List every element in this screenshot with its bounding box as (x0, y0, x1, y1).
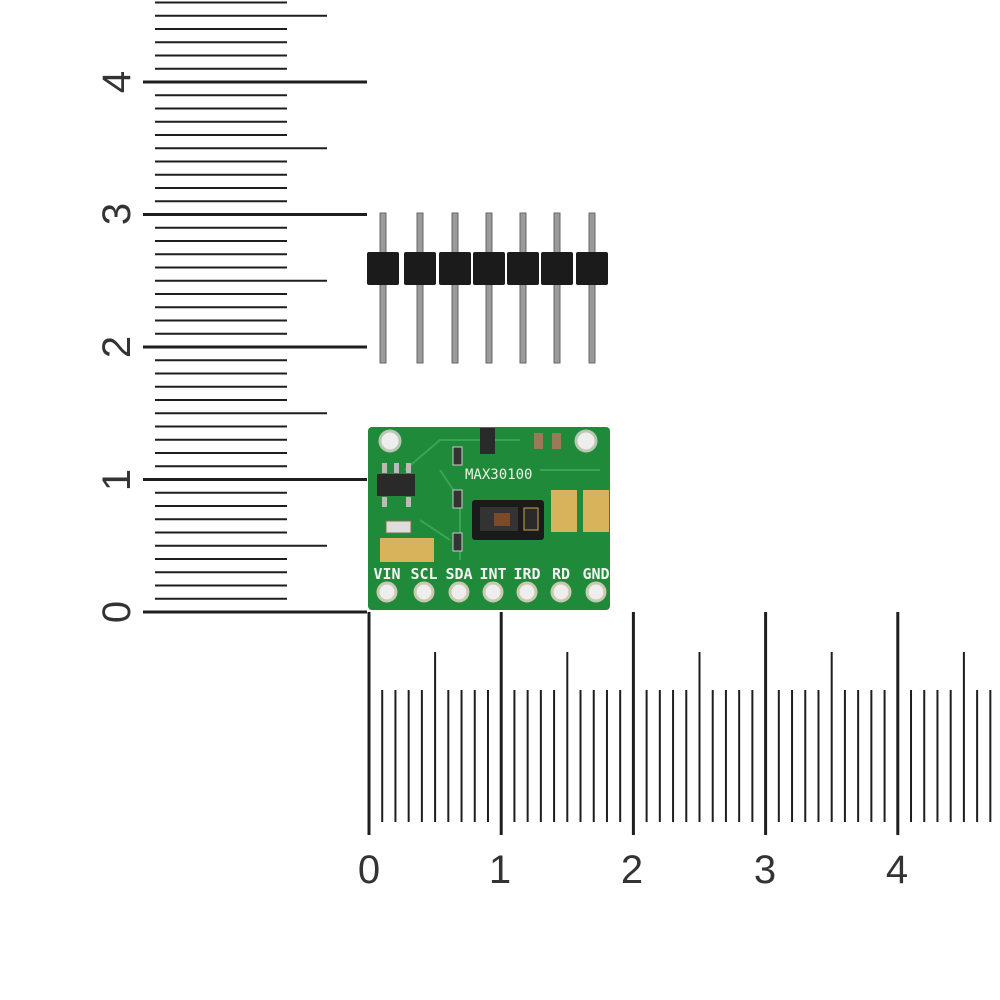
horizontal-label-0: 0 (358, 848, 380, 892)
board-pin-hole (448, 581, 470, 603)
led (523, 507, 539, 531)
horizontal-ruler (367, 612, 992, 835)
resistor (452, 532, 463, 552)
tantalum-capacitor (551, 490, 577, 532)
vertical-ruler-labels: 0 1 2 3 4 (95, 71, 139, 623)
board-pin-hole (482, 581, 504, 603)
header-pin (553, 212, 561, 364)
header-plastic (404, 252, 436, 285)
pin-label: VIN (373, 565, 400, 583)
header-pin (451, 212, 459, 364)
vertical-label-1: 1 (95, 469, 139, 491)
regulator-chip (377, 474, 415, 496)
tantalum-capacitor (380, 538, 434, 562)
photodiode (494, 513, 510, 526)
vertical-label-2: 2 (95, 336, 139, 358)
board-pins: VIN SCL SDA INT IRD RD GND (373, 565, 610, 603)
board-pin-hole (376, 581, 398, 603)
vertical-label-4: 4 (95, 71, 139, 93)
resistor (452, 446, 463, 466)
vertical-label-3: 3 (95, 203, 139, 225)
capacitor (534, 433, 543, 449)
pin-label: INT (479, 565, 506, 583)
header-plastic (541, 252, 573, 285)
header-pin (379, 212, 387, 364)
pin-label: SCL (410, 565, 437, 583)
horizontal-label-2: 2 (621, 848, 643, 892)
board-pin-hole (585, 581, 607, 603)
header-pin (485, 212, 493, 364)
horizontal-label-4: 4 (886, 848, 908, 892)
vertical-label-0: 0 (95, 601, 139, 623)
header-plastic (439, 252, 471, 285)
header-plastic (507, 252, 539, 285)
horizontal-label-3: 3 (754, 848, 776, 892)
header-pin (416, 212, 424, 364)
board-pin-hole (550, 581, 572, 603)
horizontal-ruler-labels: 0 1 2 3 4 (358, 848, 908, 892)
pin-label: RD (552, 565, 570, 583)
board-pin-hole (413, 581, 435, 603)
tantalum-capacitor (583, 490, 609, 532)
vertical-ruler (143, 1, 367, 614)
horizontal-label-1: 1 (489, 848, 511, 892)
capacitor (552, 433, 561, 449)
mount-hole (378, 429, 402, 453)
header-pin (588, 212, 596, 364)
resistor (452, 489, 463, 509)
header-plastic (367, 252, 399, 285)
header-plastic (576, 252, 608, 285)
capacitor (385, 520, 412, 534)
pin-label: IRD (513, 565, 540, 583)
mount-hole (574, 429, 598, 453)
pin-label: GND (582, 565, 609, 583)
header-pin (519, 212, 527, 364)
board-pin-hole (516, 581, 538, 603)
transistor (480, 428, 495, 454)
pin-label: SDA (445, 565, 472, 583)
pin-header (367, 212, 608, 364)
sensor-board: MAX30100 VIN SCL SDA INT IRD RD GND (368, 427, 610, 610)
chip-label: MAX30100 (465, 467, 532, 483)
header-plastic (473, 252, 505, 285)
